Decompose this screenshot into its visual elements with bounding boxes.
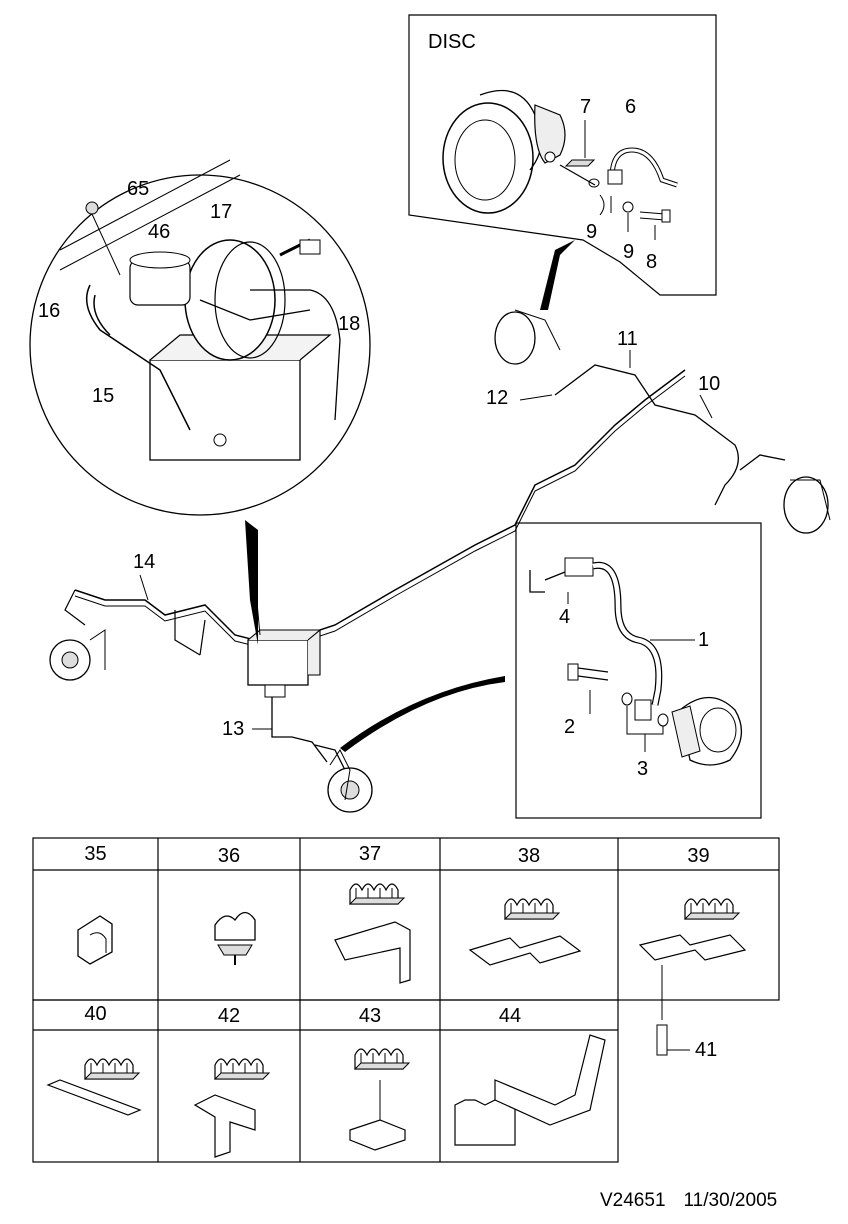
drawing-footer: V24651 11/30/2005 [600, 1190, 777, 1212]
callout-3: 3 [637, 758, 649, 780]
clip-44 [454, 1034, 606, 1146]
drawing-id: V24651 [600, 1190, 666, 1211]
disc-inset-title: DISC [428, 31, 476, 53]
callout-2: 2 [564, 716, 576, 738]
clip-label-40: 40 [84, 1003, 107, 1025]
clip-42 [193, 1058, 270, 1158]
clip-39 [638, 898, 747, 1056]
clip-35 [77, 915, 113, 965]
callout-65: 65 [127, 178, 150, 200]
clip-38 [468, 898, 582, 966]
main-brake-lines [49, 240, 831, 813]
clip-label-44: 44 [498, 1005, 522, 1027]
drawing-date: 11/30/2005 [683, 1190, 778, 1211]
callout-17: 17 [210, 201, 233, 223]
callout-9-a: 9 [586, 221, 598, 243]
callout-13: 13 [222, 718, 245, 740]
clip-label-36: 36 [217, 845, 241, 867]
master-cylinder-inset [29, 159, 371, 516]
callout-12: 12 [486, 387, 509, 409]
callout-41: 41 [695, 1039, 718, 1061]
callout-8: 8 [646, 251, 658, 273]
clip-label-42: 42 [217, 1005, 241, 1027]
clip-36 [214, 911, 256, 965]
callout-7: 7 [580, 96, 592, 118]
callout-14: 14 [133, 551, 156, 573]
callout-11: 11 [617, 328, 638, 350]
disc-inset [408, 14, 717, 296]
clip-table [32, 837, 780, 1163]
rear-hose-inset [515, 522, 762, 819]
clip-43 [349, 1048, 410, 1151]
clip-label-35: 35 [84, 843, 107, 865]
callout-10: 10 [698, 373, 721, 395]
clip-label-43: 43 [358, 1005, 382, 1027]
callout-9-b: 9 [623, 241, 635, 263]
callout-18: 18 [338, 313, 361, 335]
clip-label-37: 37 [358, 843, 382, 865]
clip-label-39: 39 [687, 845, 710, 867]
callout-16: 16 [38, 300, 61, 322]
callout-46: 46 [148, 221, 171, 243]
callout-15: 15 [92, 385, 115, 407]
callout-1: 1 [698, 629, 710, 651]
clip-37 [334, 883, 411, 984]
clip-40 [46, 1058, 142, 1116]
clip-label-38: 38 [517, 845, 541, 867]
callout-6: 6 [625, 96, 637, 118]
callout-4: 4 [559, 606, 571, 628]
